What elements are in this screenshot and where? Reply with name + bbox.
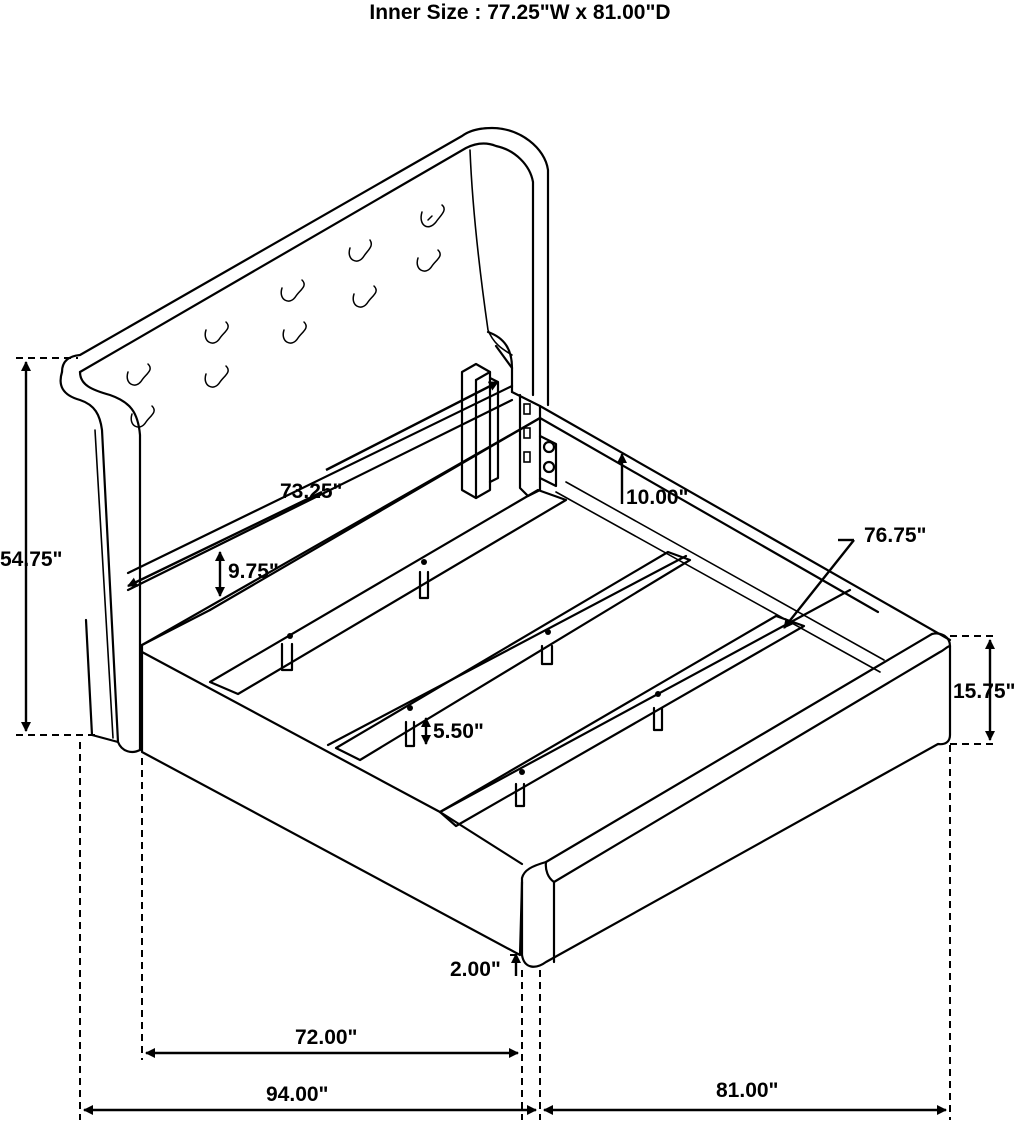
bed-slats	[208, 488, 806, 828]
diagram-title: Inner Size : 77.25"W x 81.00"D	[369, 1, 671, 24]
label-headboard-height: 54.75"	[0, 548, 63, 571]
label-footboard-height: 15.75"	[953, 680, 1016, 703]
dimension-arrows	[21, 361, 995, 1115]
label-overall-width: 94.00"	[266, 1083, 329, 1106]
center-support-post	[460, 362, 500, 500]
label-slat-leg-height: 5.50"	[433, 720, 484, 743]
bed-frame	[140, 390, 952, 968]
label-overall-depth: 81.00"	[716, 1079, 779, 1102]
label-ground-clearance: 2.00"	[450, 958, 501, 981]
label-slat-clearance: 9.75"	[228, 560, 279, 583]
label-headboard-inner-width: 73.25"	[280, 480, 343, 503]
headboard	[59, 126, 550, 753]
label-inner-width: 72.00"	[295, 1026, 358, 1049]
headboard-tufting	[126, 204, 445, 428]
label-slat-length: 76.75"	[864, 524, 927, 547]
extension-lines	[16, 357, 998, 1120]
label-rail-height: 10.00"	[626, 486, 689, 509]
dimension-labels: 54.75" 73.25" 10.00" 9.75" 76.75" 15.75"…	[0, 480, 1016, 1106]
